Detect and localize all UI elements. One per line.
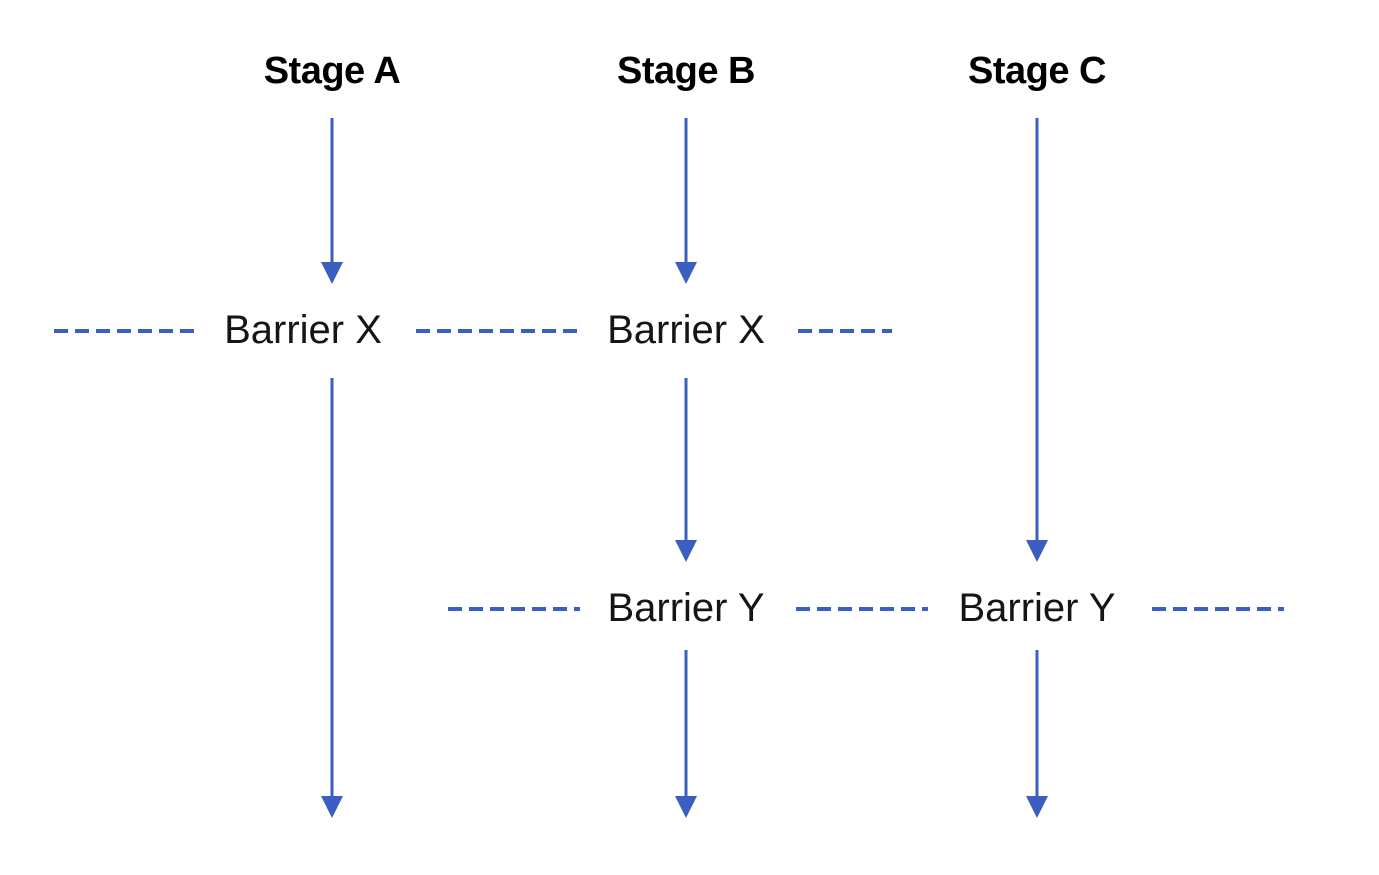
flow-arrow-barrier-x-b-to-barrier-y bbox=[673, 378, 699, 567]
flow-arrow-barrier-y-c-to-bottom bbox=[1024, 650, 1050, 823]
dashed-connector-dash-y-left-lead-in bbox=[448, 606, 580, 611]
dashed-connector-dash-y-between-b-and-c bbox=[796, 606, 928, 611]
stage-label-a: Stage A bbox=[263, 50, 401, 92]
barrier-node-y-stage-c: Barrier Y bbox=[958, 586, 1116, 630]
barrier-node-y-stage-b: Barrier Y bbox=[607, 586, 765, 630]
dashed-connector-dash-x-right-lead-out bbox=[798, 328, 892, 333]
flow-arrow-stage-a-to-barrier-x bbox=[319, 118, 345, 289]
flow-arrow-barrier-y-b-to-bottom bbox=[673, 650, 699, 823]
dashed-connector-dash-y-right-lead-out bbox=[1152, 606, 1284, 611]
stage-label-c: Stage C bbox=[968, 50, 1106, 92]
barrier-node-x-stage-b: Barrier X bbox=[607, 308, 765, 352]
dashed-connector-dash-x-left-lead-in bbox=[54, 328, 196, 333]
flow-arrow-stage-c-to-barrier-y bbox=[1024, 118, 1050, 567]
flow-arrow-stage-b-to-barrier-x bbox=[673, 118, 699, 289]
barrier-node-x-stage-a: Barrier X bbox=[224, 308, 382, 352]
dashed-connector-dash-x-between-a-and-b bbox=[416, 328, 578, 333]
flow-arrow-barrier-x-a-to-bottom bbox=[319, 378, 345, 823]
stage-label-b: Stage B bbox=[617, 50, 755, 92]
